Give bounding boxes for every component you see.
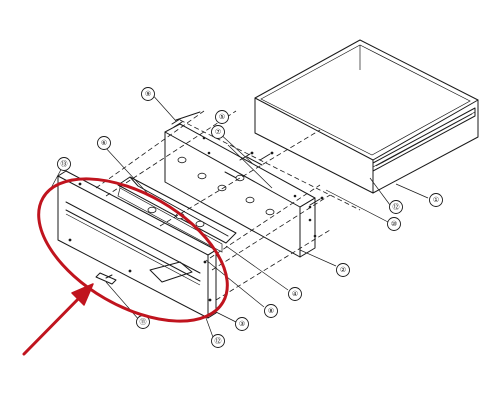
callout-10-label: ⑩ — [391, 220, 397, 228]
back-panel — [164, 123, 317, 258]
callout-8-label: ⑧ — [268, 307, 274, 315]
callout-3: ③ — [235, 317, 249, 331]
callout-3-label: ③ — [239, 320, 245, 328]
callout-13: ⑬ — [57, 157, 71, 171]
callout-9-label: ⑨ — [145, 90, 151, 98]
callout-5-label: ⑤ — [219, 113, 225, 121]
screws — [171, 111, 324, 206]
callout-12-lower: ⑫ — [211, 334, 225, 348]
drawer-front — [57, 170, 217, 319]
highlight-ellipse — [37, 177, 229, 323]
callout-9: ⑨ — [141, 87, 155, 101]
callout-12-lower-label: ⑫ — [215, 337, 222, 345]
callout-12-upper: ⑫ — [389, 200, 403, 214]
callout-12-upper-label: ⑫ — [393, 203, 400, 211]
drawer-pan — [254, 39, 479, 194]
callout-11-label: ⑪ — [140, 318, 147, 326]
callout-7-label: ⑦ — [215, 128, 221, 136]
callout-1-label: ① — [433, 196, 439, 204]
callout-1: ① — [429, 193, 443, 207]
callout-6-label: ⑥ — [101, 139, 107, 147]
callout-4-label: ④ — [292, 290, 298, 298]
callout-2-label: ② — [340, 266, 346, 274]
callout-6: ⑥ — [97, 136, 111, 150]
callout-8: ⑧ — [264, 304, 278, 318]
highlight-arrow — [22, 283, 94, 356]
callout-7: ⑦ — [211, 125, 225, 139]
assembly-lines — [95, 110, 361, 301]
callout-5: ⑤ — [215, 110, 229, 124]
highlight-annotation — [22, 177, 229, 356]
callout-13-label: ⑬ — [61, 160, 68, 168]
callout-4: ④ — [288, 287, 302, 301]
leader-lines — [49, 91, 429, 341]
callout-2: ② — [336, 263, 350, 277]
callout-10: ⑩ — [387, 217, 401, 231]
